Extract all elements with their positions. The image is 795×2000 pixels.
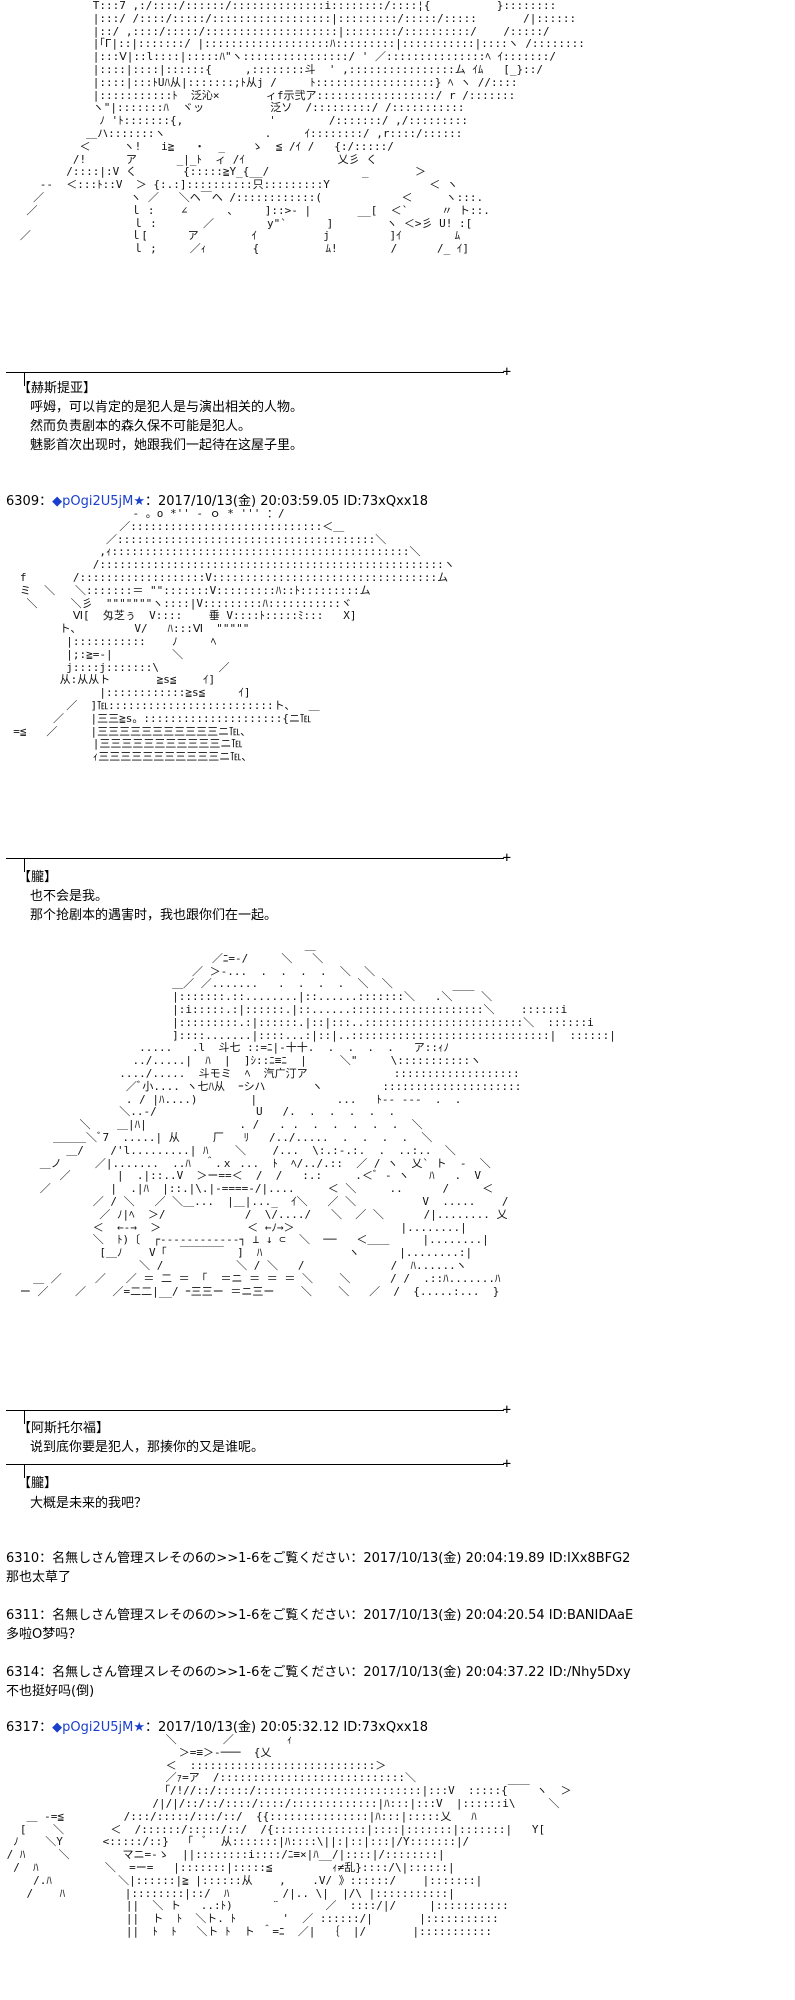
speaker-name: 【赫斯提亚】 xyxy=(18,381,97,396)
separator-line xyxy=(6,364,511,380)
post-number[interactable]: 6309： xyxy=(6,494,53,509)
reply-header: 6311：名無しさん管理スレその6の>>1-6をご覧ください：2017/10/1… xyxy=(6,1608,634,1623)
trip-diamond-icon: ◆ xyxy=(52,494,63,509)
separator-line xyxy=(6,1456,511,1472)
dialogue-line: 然而负责剧本的森久保不可能是犯人。 xyxy=(30,419,252,434)
ascii-art-character: ＼ ／ ｨ ＞=≡＞-─── {乂 ＜ ::::::::::::::::::::… xyxy=(6,1734,572,1938)
trip-code[interactable]: pOgi2U5jM xyxy=(62,1720,134,1735)
speaker-name: 【朧】 xyxy=(18,870,58,885)
reply-header: 6310：名無しさん管理スレその6の>>1-6をご覧ください：2017/10/1… xyxy=(6,1551,631,1566)
post-number[interactable]: 6317： xyxy=(6,1720,53,1735)
speaker-marker xyxy=(24,858,25,872)
reply-body: 多啦O梦吗？ xyxy=(6,1627,82,1642)
dialogue-line: 也不会是我。 xyxy=(30,889,109,904)
post-date-id: ：2017/10/13(金) 20:03:59.05 ID:73xQxx18 xyxy=(144,494,429,509)
dialogue-line: 呼姆，可以肯定的是犯人是与演出相关的人物。 xyxy=(30,400,304,415)
separator-line xyxy=(6,1402,511,1418)
speaker-name: 【阿斯托尔福】 xyxy=(18,1421,110,1436)
reply-body: 不也挺好吗(倒) xyxy=(6,1684,95,1699)
ascii-art-hestia: T:::7 ,:/::::/::::::/::::::::::::::i::::… xyxy=(19,0,585,256)
speaker-marker xyxy=(24,1464,25,1478)
separator-line xyxy=(6,850,511,866)
reply-body: 那也太草了 xyxy=(6,1570,72,1585)
dialogue-line: 说到底你要是犯人，那揍你的又是谁呢。 xyxy=(30,1440,265,1455)
trip-diamond-icon: ◆ xyxy=(52,1720,63,1735)
speaker-name: 【朧】 xyxy=(18,1476,58,1491)
ascii-art-astolfo: ＿ ／ﾆ=-/ ＼ ＼ ／ ＞-... . . . . ＼ ＼ ＿／ ／....… xyxy=(19,940,616,1298)
speaker-marker xyxy=(24,372,25,386)
dialogue-line: 大概是未来的我吧？ xyxy=(30,1496,148,1511)
reply-header: 6314：名無しさん管理スレその6の>>1-6をご覧ください：2017/10/1… xyxy=(6,1665,631,1680)
dialogue-line: 魅影首次出现时，她跟我们一起待在这屋子里。 xyxy=(30,438,304,453)
star-icon: ★ xyxy=(133,1720,145,1735)
ascii-art-oboro: ‐ 。o *'' ‐ ｏ * ''' ：/ ／:::::::::::::::::… xyxy=(13,508,455,764)
speaker-marker xyxy=(24,1410,25,1424)
dialogue-line: 那个抢剧本的遇害时，我也跟你们在一起。 xyxy=(30,908,278,923)
post-date-id: ：2017/10/13(金) 20:05:32.12 ID:73xQxx18 xyxy=(144,1720,429,1735)
trip-code[interactable]: pOgi2U5jM xyxy=(62,494,134,509)
post-header: 6309：◆pOgi2U5jM★：2017/10/13(金) 20:03:59.… xyxy=(6,490,428,509)
post-header: 6317：◆pOgi2U5jM★：2017/10/13(金) 20:05:32.… xyxy=(6,1716,428,1735)
star-icon: ★ xyxy=(133,494,145,509)
